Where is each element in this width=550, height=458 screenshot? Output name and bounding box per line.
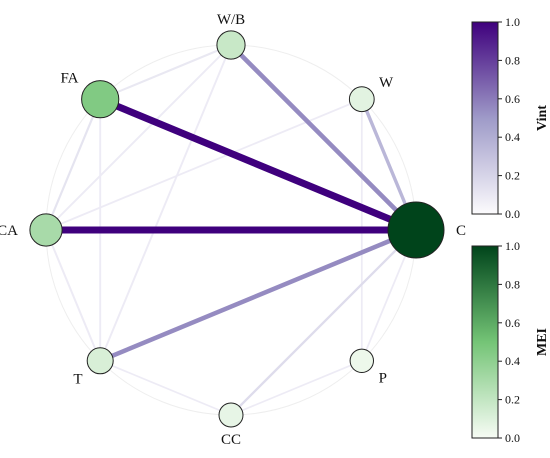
mei-colorbar-ticks: 0.0 0.2 0.4 0.6 0.8 1.0	[498, 239, 520, 445]
edges-layer	[45, 43, 418, 416]
node-label-w: W	[379, 75, 394, 91]
vint-colorbar-ticks: 0.0 0.2 0.4 0.6 0.8 1.0	[498, 15, 520, 221]
mei-colorbar: 0.0 0.2 0.4 0.6 0.8 1.0 MEI	[471, 239, 550, 445]
node-c	[387, 201, 445, 259]
vint-tick-label: 0.2	[505, 169, 520, 183]
edge-t-ca	[45, 229, 102, 362]
vint-tick-label: 0.6	[505, 92, 520, 106]
vint-colorbar-title: Vint	[535, 105, 550, 131]
edge-ca-w	[45, 98, 363, 231]
mei-tick-label: 1.0	[505, 239, 520, 253]
vint-colorbar: 0.0 0.2 0.4 0.6 0.8 1.0 Vint	[471, 15, 550, 221]
mei-tick-label: 0.4	[505, 354, 520, 368]
mei-tick-label: 0.8	[505, 277, 520, 291]
edge-cc-t	[99, 360, 232, 416]
edge-fa-c	[98, 95, 418, 234]
edge-cc-c	[230, 229, 417, 416]
vint-tick-label: 1.0	[505, 15, 520, 29]
vint-tick-label: 0.8	[505, 53, 520, 67]
mei-tick-label: 0.6	[505, 316, 520, 330]
vint-tick-label: 0.4	[505, 130, 520, 144]
node-label-p: P	[379, 371, 387, 387]
mei-tick-label: 0.2	[505, 393, 520, 407]
nodes-layer	[29, 30, 445, 428]
node-fa	[81, 80, 120, 119]
edge-t-c	[99, 227, 417, 363]
node-label-wb: W/B	[217, 12, 245, 28]
edge-fa-wb	[99, 44, 232, 101]
node-t	[86, 347, 114, 375]
edge-t-wb	[99, 44, 232, 362]
node-label-cc: CC	[221, 432, 241, 448]
node-wb	[216, 30, 246, 60]
edge-cc-p	[230, 360, 363, 416]
node-label-t: T	[73, 372, 82, 388]
vint-tick-label: 0.0	[505, 207, 520, 221]
mei-colorbar-gradient	[471, 245, 499, 439]
node-labels-layer: W/B W C P CC T CA FA	[0, 12, 466, 448]
vint-colorbar-gradient	[471, 21, 499, 215]
mei-tick-label: 0.0	[505, 431, 520, 445]
edge-fa-ca	[45, 98, 102, 231]
node-cc	[218, 402, 244, 428]
edge-ca-wb	[45, 44, 232, 231]
node-label-ca: CA	[0, 223, 18, 239]
node-label-fa: FA	[60, 71, 78, 87]
mei-colorbar-title: MEI	[535, 328, 550, 356]
node-ca	[29, 213, 63, 247]
node-label-c: C	[456, 223, 466, 239]
node-p	[349, 348, 374, 373]
node-w	[348, 86, 375, 113]
edge-wb-c	[229, 43, 418, 232]
